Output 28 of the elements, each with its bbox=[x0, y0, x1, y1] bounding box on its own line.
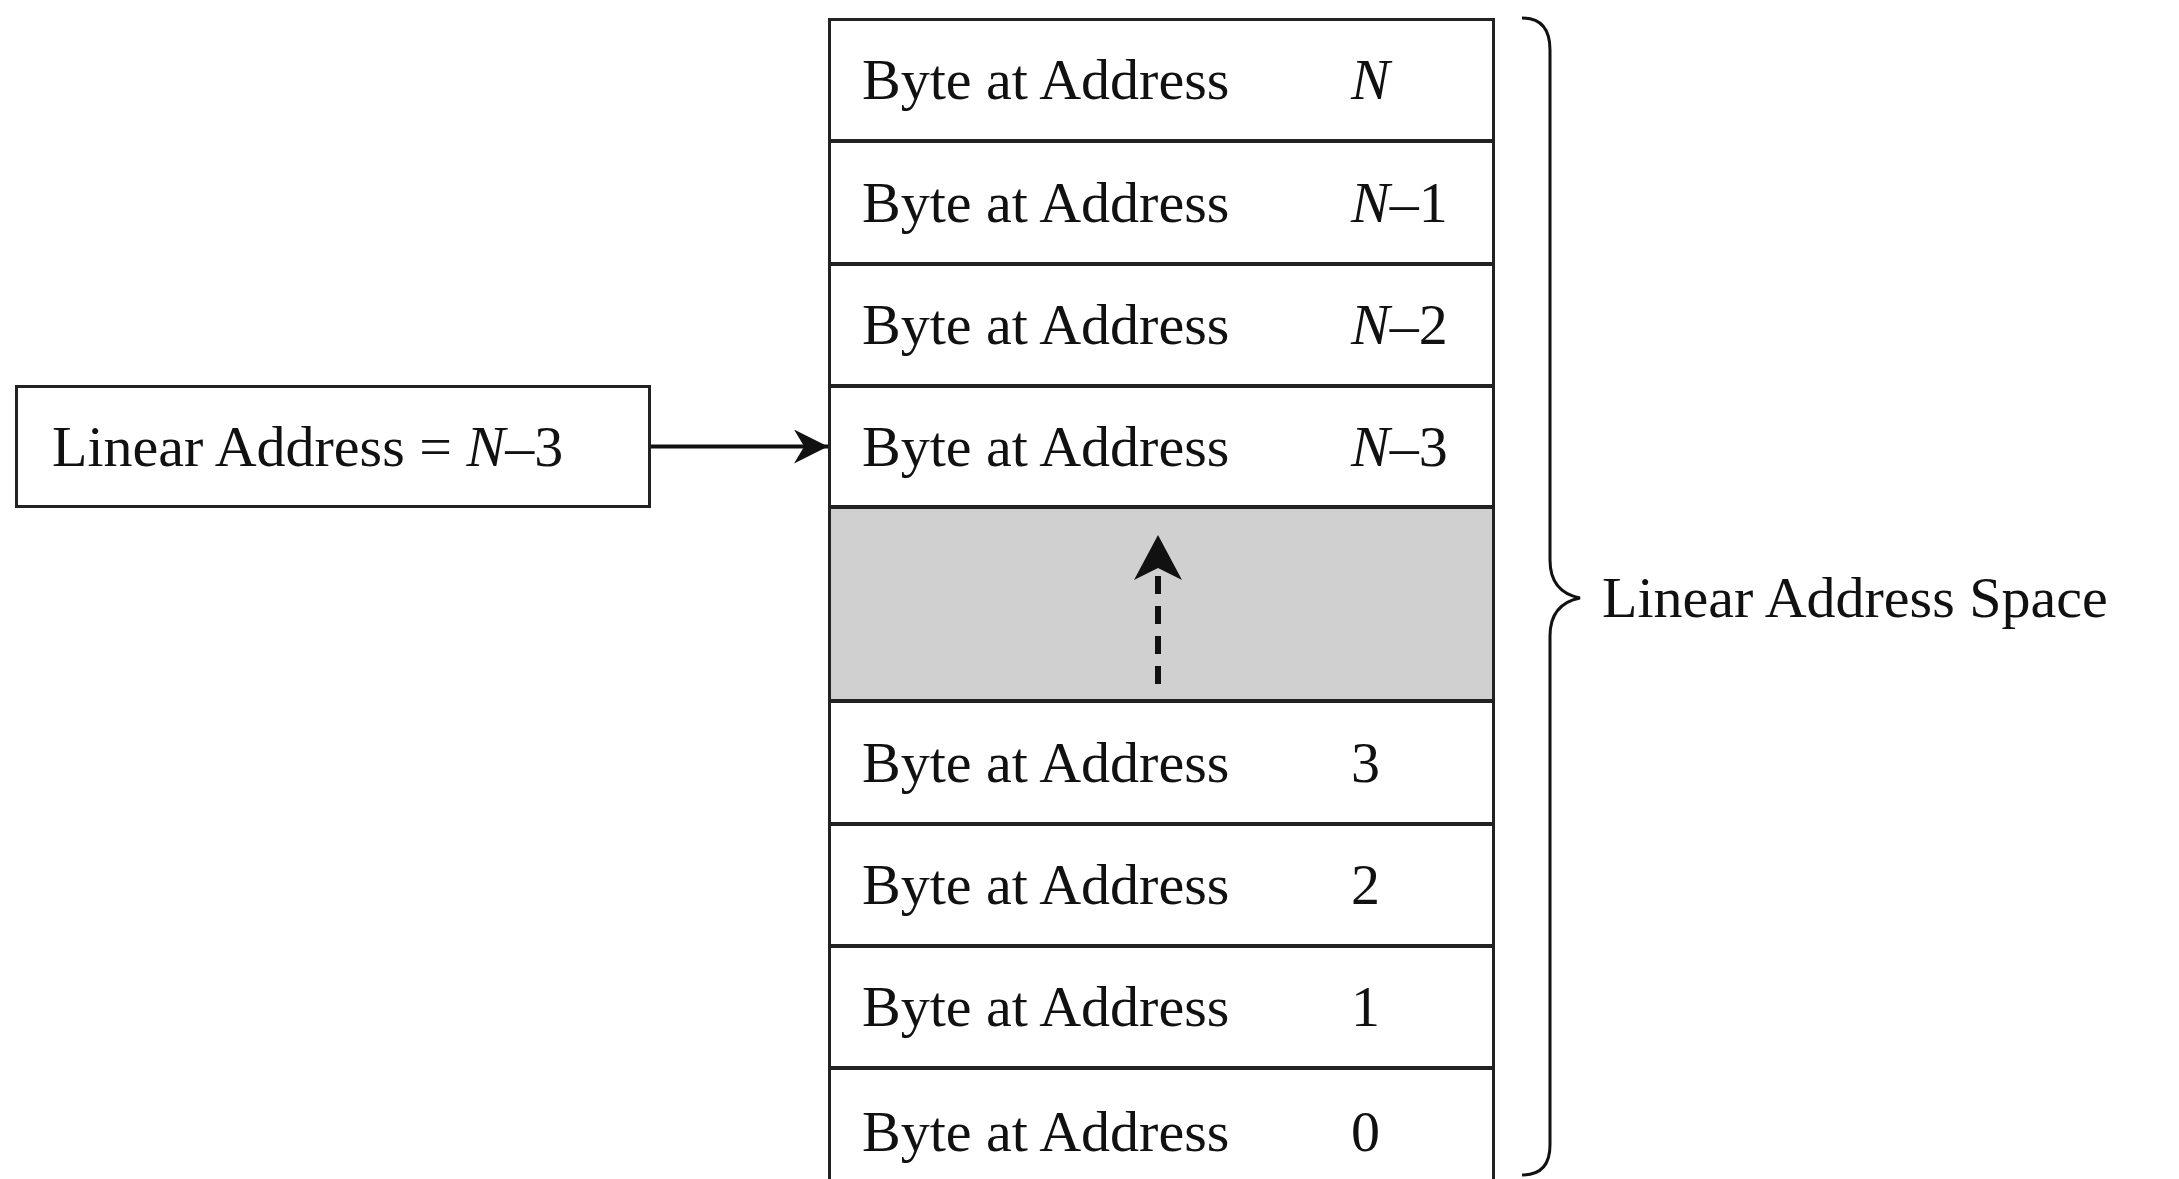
address-value: 2 bbox=[1351, 856, 1380, 914]
memory-cell bbox=[828, 18, 1495, 142]
address-value: 3 bbox=[1351, 733, 1380, 792]
cell-label: Byte at Address bbox=[862, 417, 1230, 476]
memory-cell bbox=[828, 823, 1495, 947]
cell-label: Byte at Address bbox=[862, 51, 1230, 109]
cell-label: Byte at Address bbox=[862, 733, 1230, 792]
memory-cell bbox=[828, 140, 1495, 265]
arrow bbox=[651, 429, 828, 464]
memory-cell bbox=[828, 700, 1495, 825]
memory-cell bbox=[828, 945, 1495, 1069]
address-value: 0 bbox=[1351, 1103, 1380, 1161]
address-value: 1 bbox=[1351, 978, 1380, 1036]
address-value: N–2 bbox=[1351, 296, 1448, 354]
cell-label: Byte at Address bbox=[862, 856, 1230, 914]
address-value: N–3 bbox=[1351, 417, 1448, 476]
cell-label: Byte at Address bbox=[862, 296, 1230, 354]
cell-label: Byte at Address bbox=[862, 173, 1230, 232]
address-value: N–1 bbox=[1351, 173, 1448, 232]
memory-cell bbox=[828, 1067, 1495, 1179]
address-box bbox=[15, 385, 651, 508]
cell-label: Byte at Address bbox=[862, 1103, 1230, 1161]
memory-cell bbox=[828, 263, 1495, 387]
address-label: Linear Address = N–3 bbox=[52, 417, 564, 476]
cell-label: Byte at Address bbox=[862, 978, 1230, 1036]
memory-cell bbox=[828, 385, 1495, 508]
gap-box bbox=[828, 506, 1495, 702]
brace-label: Linear Address Space bbox=[1602, 569, 2108, 627]
